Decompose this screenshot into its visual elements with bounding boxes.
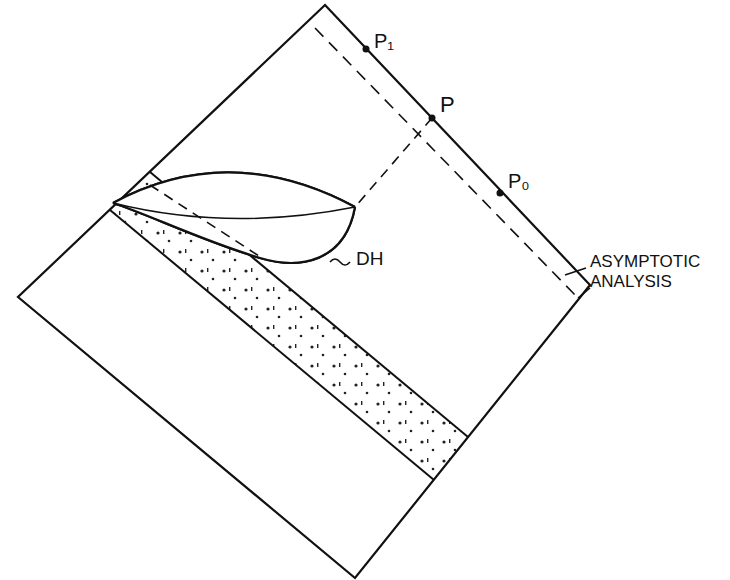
region-label: DH bbox=[356, 248, 383, 270]
point-dot bbox=[363, 46, 370, 53]
matter-band bbox=[110, 172, 468, 480]
point-label: P₁ bbox=[374, 30, 394, 53]
point-dot bbox=[429, 115, 436, 122]
null-ray bbox=[150, 185, 262, 258]
point-dot bbox=[497, 190, 504, 197]
annotation: ASYMPTOTIC ANALYSIS bbox=[590, 252, 710, 291]
penrose-boundary bbox=[18, 5, 590, 578]
asymptotic-line bbox=[578, 288, 590, 298]
leader-line bbox=[330, 259, 350, 265]
dh-middle bbox=[113, 203, 355, 219]
point-label: P bbox=[440, 92, 455, 117]
asymptotic-line bbox=[315, 28, 578, 298]
leader-line bbox=[565, 268, 586, 275]
point-label: P₀ bbox=[508, 170, 530, 193]
null-ray bbox=[355, 118, 432, 207]
